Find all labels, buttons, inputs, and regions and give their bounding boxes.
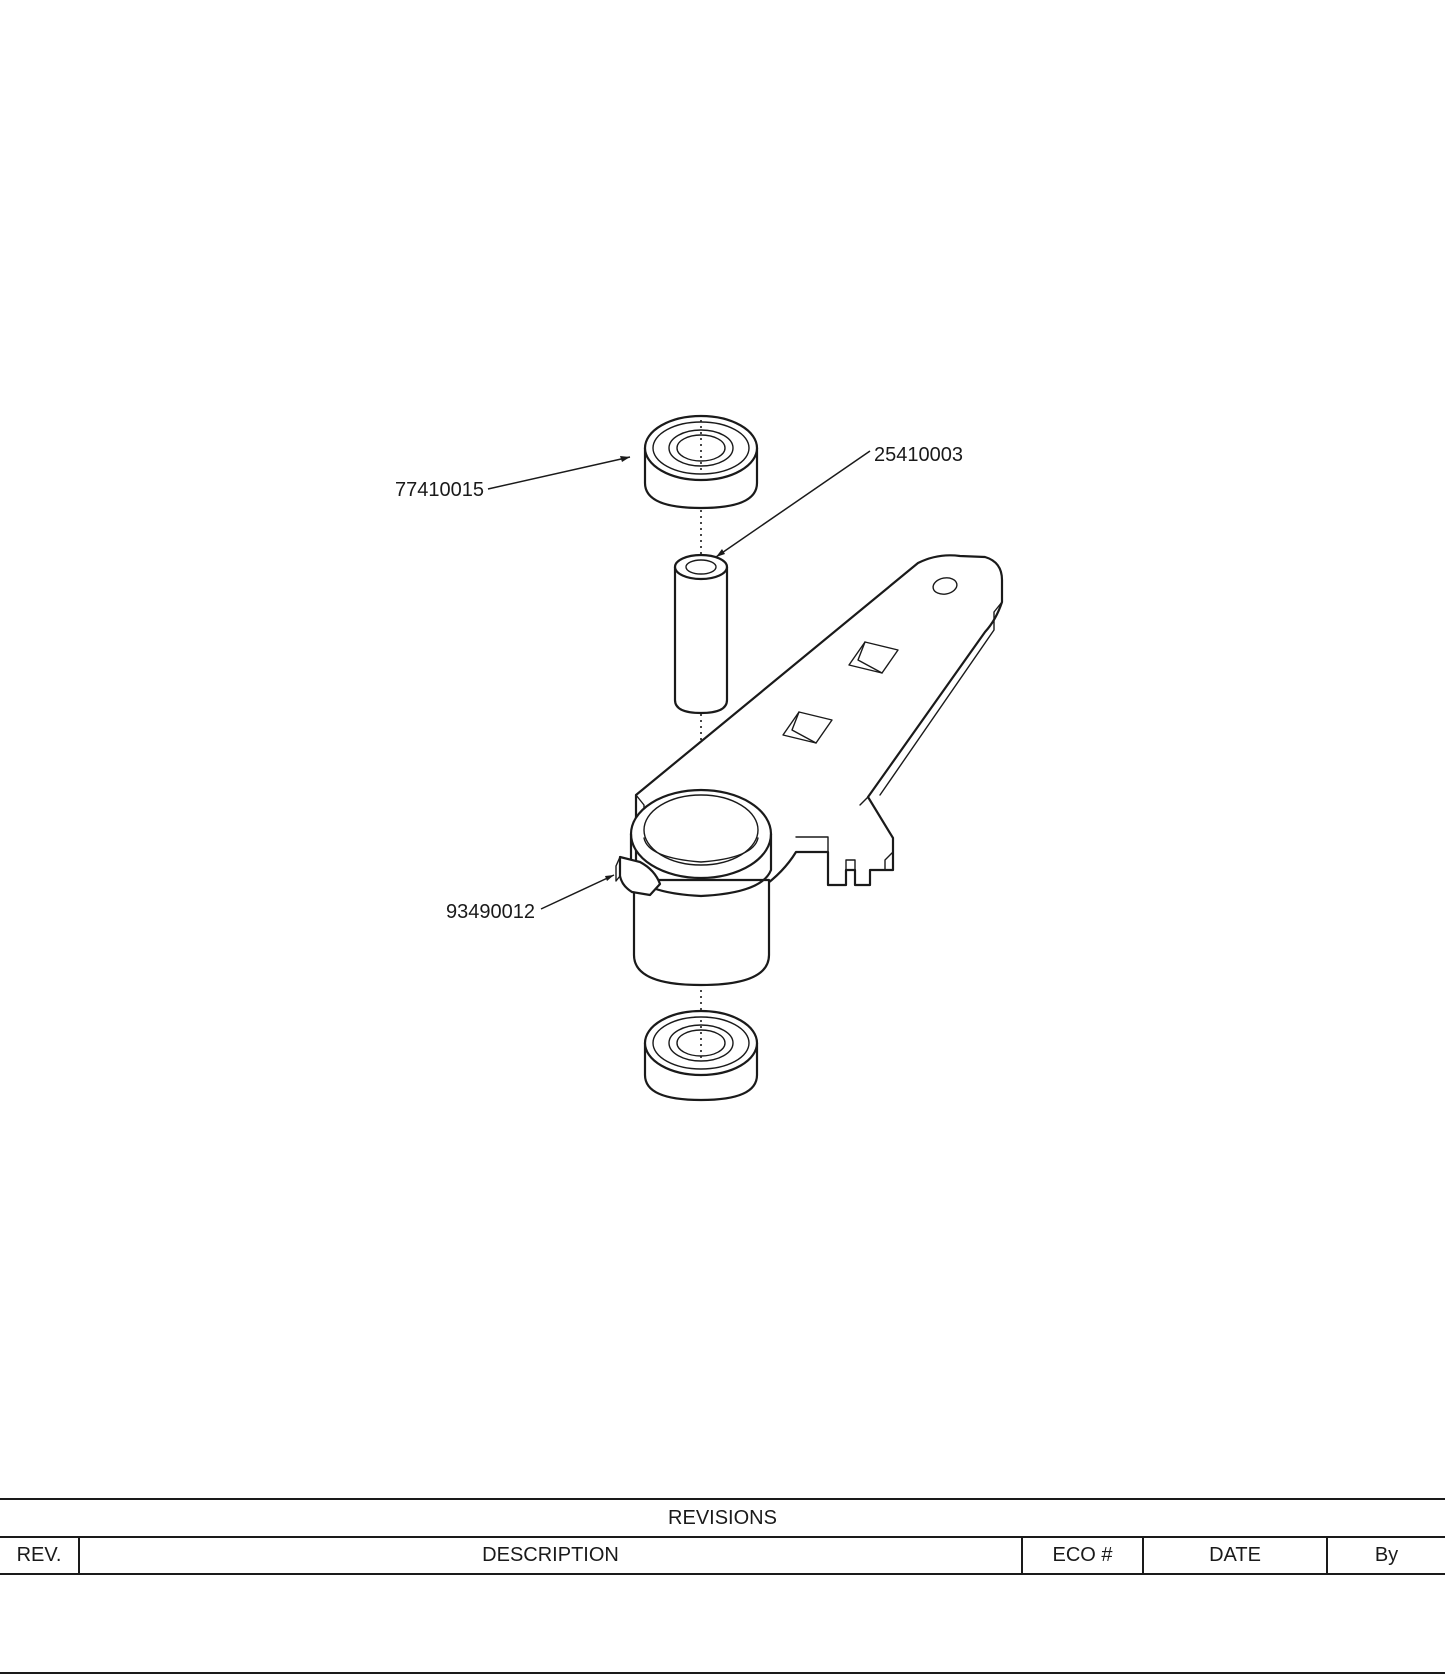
top-bearing <box>643 414 759 510</box>
header-rev: REV. <box>0 1538 80 1573</box>
bottom-bearing <box>643 1009 759 1102</box>
leader-lines <box>487 450 871 910</box>
callout-77410015: 77410015 <box>395 479 484 501</box>
header-date: DATE <box>1144 1538 1328 1573</box>
callout-25410003: 25410003 <box>874 444 963 466</box>
revisions-header-row: REV. DESCRIPTION ECO # DATE By <box>0 1538 1445 1575</box>
callout-93490012: 93490012 <box>446 901 535 923</box>
hub <box>615 788 773 987</box>
revisions-title: REVISIONS <box>0 1500 1445 1538</box>
spacer-tube <box>673 553 729 715</box>
leader-25410003 <box>715 450 871 558</box>
header-eco: ECO # <box>1023 1538 1144 1573</box>
leader-93490012 <box>540 874 615 910</box>
header-description: DESCRIPTION <box>80 1538 1023 1573</box>
header-by: By <box>1374 1544 1399 1566</box>
revisions-table: REVISIONS REV. DESCRIPTION ECO # DATE By <box>0 1498 1445 1674</box>
leader-77410015 <box>487 456 631 490</box>
